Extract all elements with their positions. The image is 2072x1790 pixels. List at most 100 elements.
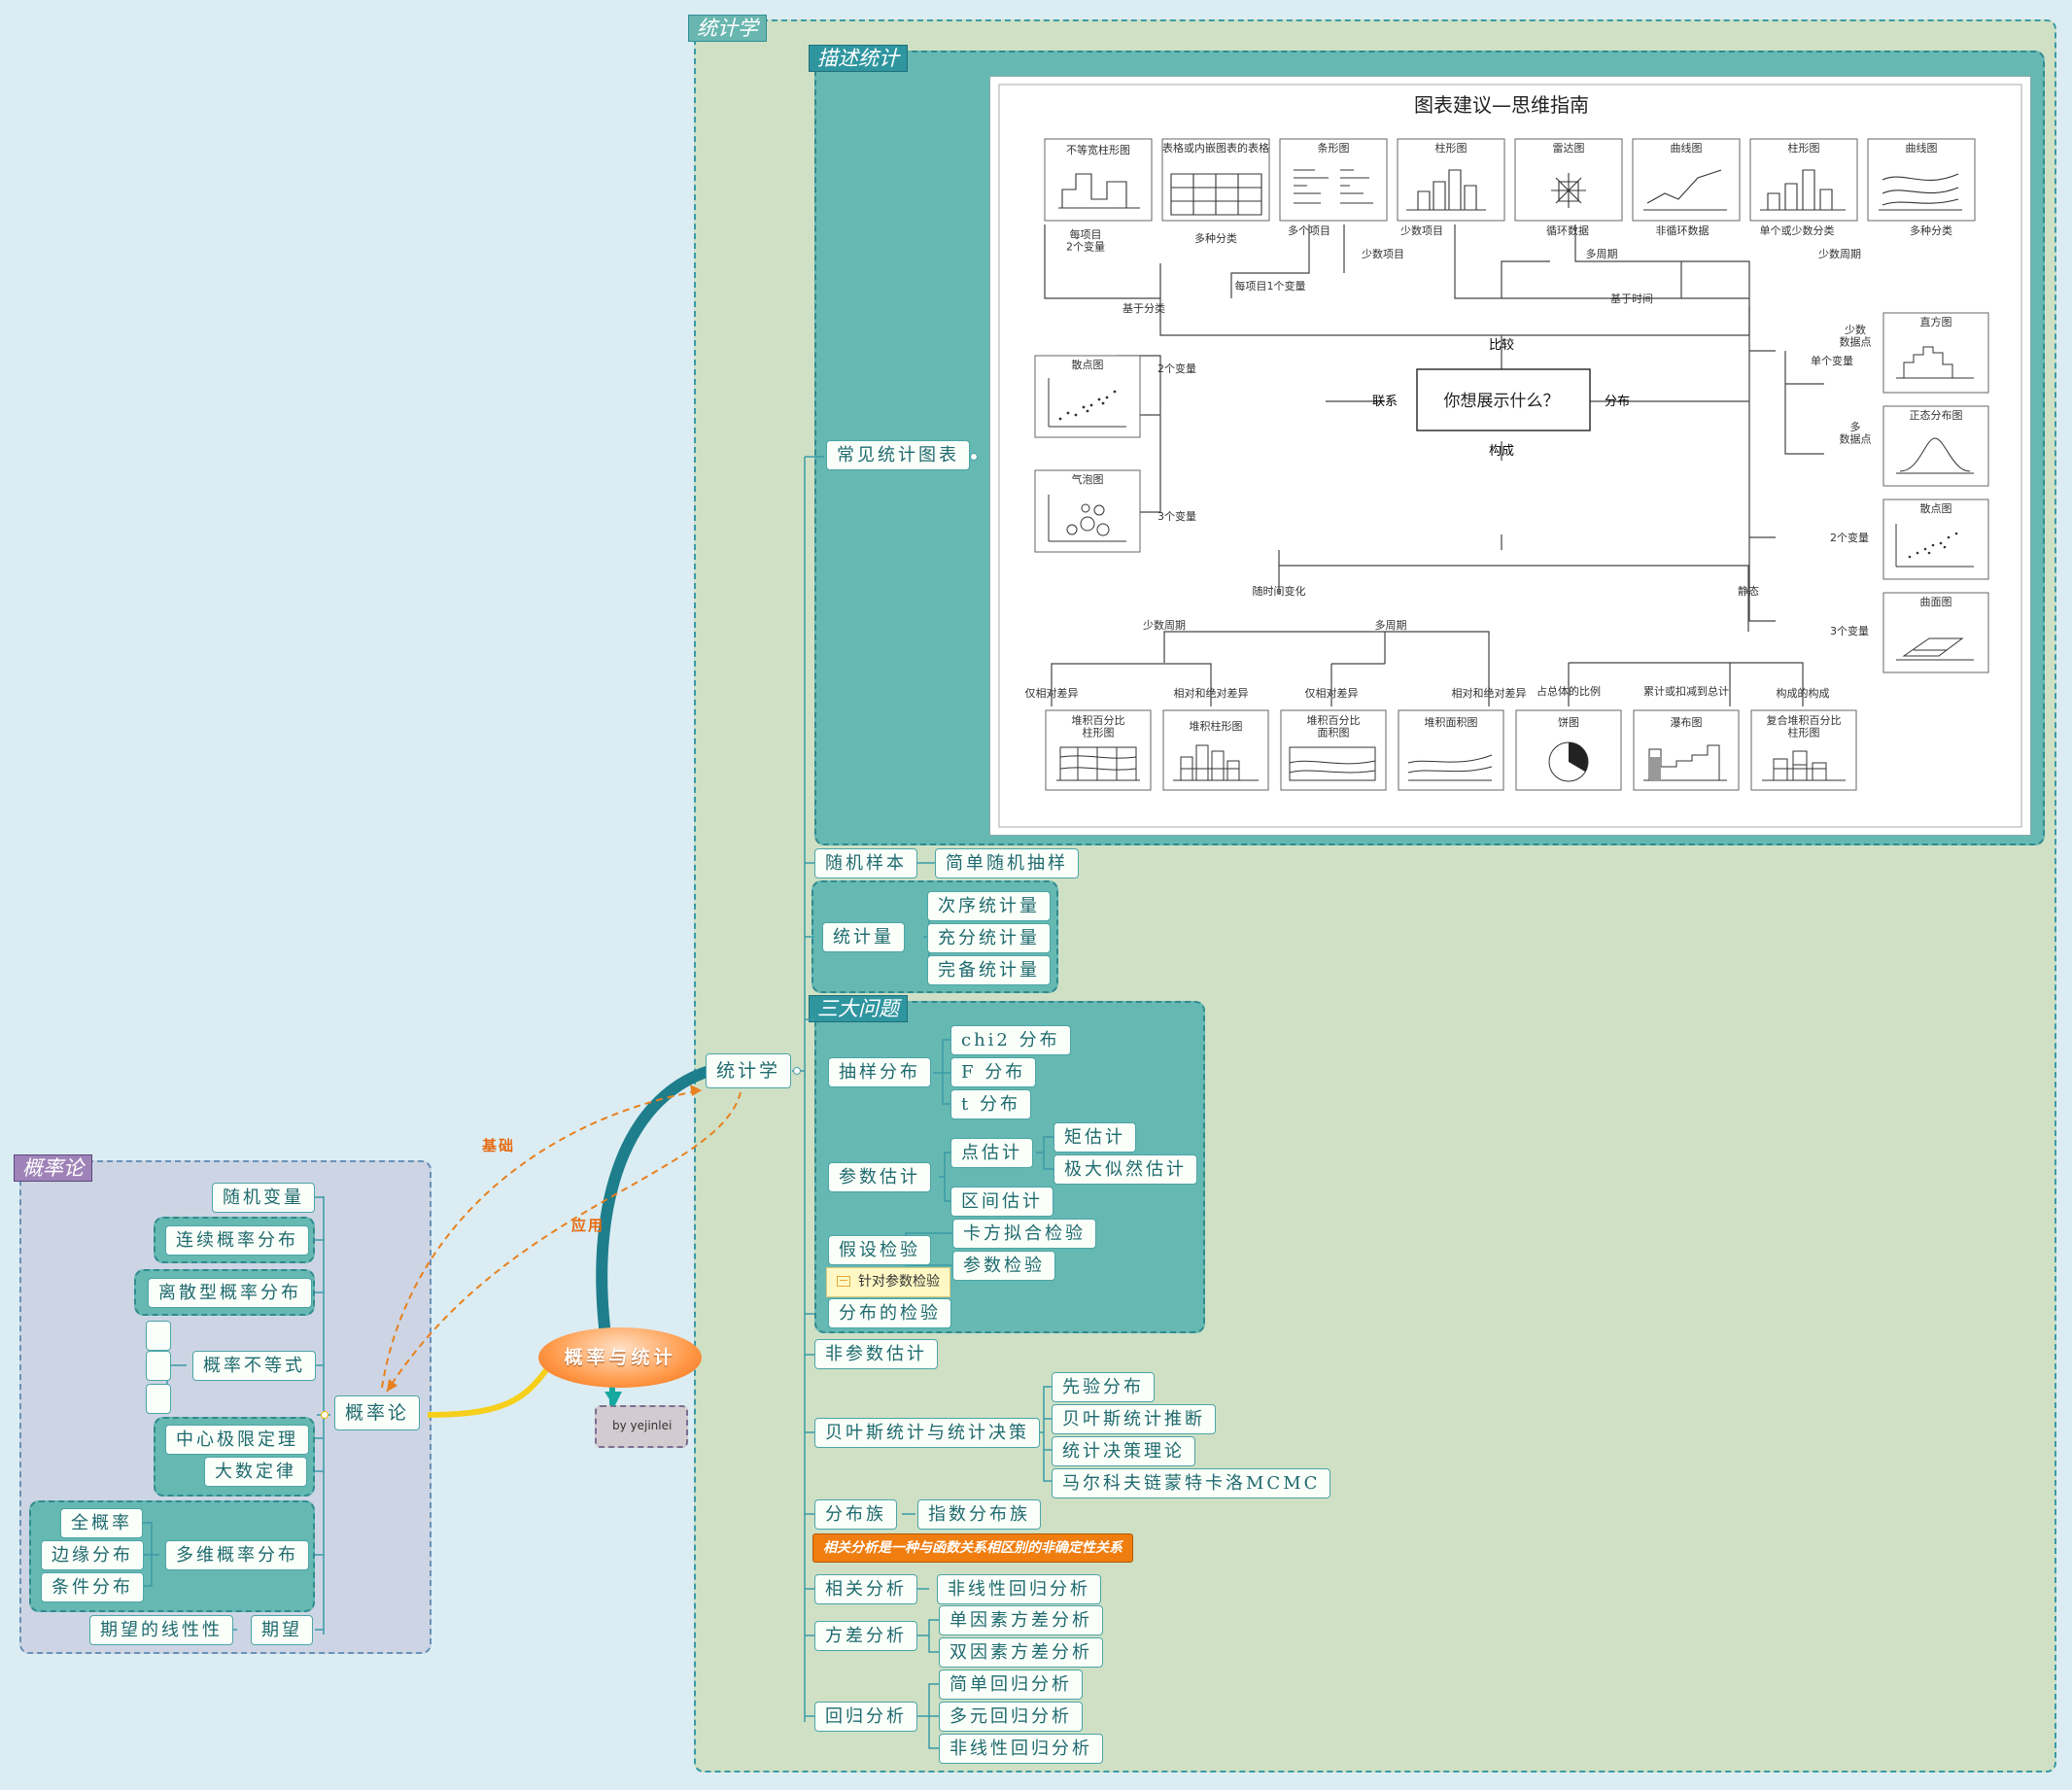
node-cont-dist[interactable]: 连续概率分布 [165, 1225, 309, 1256]
node-common-charts[interactable]: 常见统计图表 [826, 440, 970, 470]
node-decision-theory[interactable]: 统计决策理论 [1052, 1436, 1195, 1466]
node-chisq-fit[interactable]: 卡方拟合检验 [952, 1219, 1096, 1249]
node-regression[interactable]: 回归分析 [814, 1702, 917, 1732]
label-few-periods-b: 少数周期 [1143, 619, 1186, 632]
label-few-items: 少数项目 [1400, 224, 1443, 237]
label-many-periods-b: 多周期 [1375, 618, 1407, 632]
stats-boundary-title[interactable]: 统计学 [688, 15, 767, 42]
top-chart-label: 柱形图 [1788, 141, 1820, 155]
node-nonparam[interactable]: 非参数估计 [814, 1339, 938, 1369]
prob-main-node[interactable]: 概率论 [334, 1395, 421, 1430]
stats-main-node[interactable]: 统计学 [706, 1053, 792, 1088]
correlation-callout[interactable]: 相关分析是一种与函数关系相区别的非确定性关系 [812, 1533, 1133, 1563]
collapse-toggle[interactable] [321, 1411, 328, 1419]
collapse-toggle[interactable] [793, 1067, 801, 1075]
chart-guide-center: 你想展示什么？ [1444, 392, 1560, 411]
node-clt[interactable]: 中心极限定理 [165, 1425, 309, 1455]
label-few-items-2: 少数项目 [1362, 248, 1404, 260]
node-prior[interactable]: 先验分布 [1052, 1372, 1155, 1402]
author-boundary [595, 1405, 688, 1448]
node-total-prob[interactable]: 全概率 [60, 1508, 143, 1538]
relationship-label-base[interactable]: 基础 [482, 1137, 516, 1154]
node-sampling-dist[interactable]: 抽样分布 [828, 1057, 931, 1087]
node-param-test[interactable]: 参数检验 [952, 1251, 1055, 1281]
node-statistic[interactable]: 统计量 [822, 922, 905, 952]
central-topic[interactable]: 概率与统计 [538, 1327, 702, 1388]
node-one-way-anova[interactable]: 单因素方差分析 [939, 1605, 1103, 1635]
node-lln[interactable]: 大数定律 [204, 1457, 307, 1487]
bottom-chart-label: 饼图 [1558, 715, 1579, 729]
node-sufficient-stat[interactable]: 充分统计量 [927, 923, 1051, 953]
node-point-est[interactable]: 点估计 [950, 1138, 1033, 1168]
branch-distribution: 分布 [1605, 395, 1630, 409]
empty-topic[interactable] [146, 1384, 171, 1414]
node-exp-family[interactable]: 指数分布族 [917, 1499, 1041, 1530]
node-multi-reg[interactable]: 多元回归分析 [939, 1702, 1083, 1732]
label-rel-abs-b: 相对和绝对差异 [1452, 686, 1527, 700]
node-complete-stat[interactable]: 完备统计量 [927, 955, 1051, 985]
desc-stats-title[interactable]: 描述统计 [809, 45, 908, 72]
chart-guide-diagram: 图表建议—思维指南 你想展示什么？ 比较 联系 分布 构成 不等宽柱形图 表格或… [998, 84, 2022, 828]
node-expect[interactable]: 期望 [251, 1615, 313, 1645]
node-nonlinear-reg-a[interactable]: 非线性回归分析 [937, 1574, 1101, 1604]
label-right-three-var: 3个变量 [1830, 624, 1869, 637]
node-bayes[interactable]: 贝叶斯统计与统计决策 [814, 1418, 1040, 1448]
node-mle[interactable]: 极大似然估计 [1053, 1154, 1197, 1185]
label-over-time: 随时间变化 [1253, 584, 1306, 598]
label-rel-only-b: 仅相对差异 [1305, 686, 1359, 700]
node-random-sample[interactable]: 随机样本 [814, 848, 917, 878]
label-by-time: 基于时间 [1610, 293, 1653, 305]
node-two-way-anova[interactable]: 双因素方差分析 [939, 1637, 1103, 1668]
prob-boundary-title[interactable]: 概率论 [14, 1154, 92, 1182]
node-hypo-test[interactable]: 假设检验 [828, 1235, 931, 1265]
chart-guide-image: 图表建议—思维指南 你想展示什么？ 比较 联系 分布 构成 不等宽柱形图 表格或… [989, 76, 2031, 836]
node-param-est[interactable]: 参数估计 [828, 1162, 931, 1192]
branch-composition: 构成 [1489, 444, 1514, 459]
node-dist-test[interactable]: 分布的检验 [828, 1298, 951, 1328]
bottom-chart-label: 堆积柱形图 [1190, 719, 1243, 733]
top-chart-label: 柱形图 [1435, 141, 1468, 155]
author-label: by yejinlei [612, 1419, 673, 1432]
node-mcmc[interactable]: 马尔科夫链蒙特卡洛MCMC [1052, 1468, 1331, 1498]
node-conditional[interactable]: 条件分布 [41, 1572, 144, 1602]
branch-relation: 联系 [1372, 395, 1398, 409]
node-multi-dist[interactable]: 多维概率分布 [165, 1540, 309, 1570]
chart-guide-title: 图表建议—思维指南 [1414, 93, 1589, 117]
node-marginal[interactable]: 边缘分布 [41, 1540, 144, 1570]
node-prob-ineq[interactable]: 概率不等式 [192, 1351, 316, 1381]
label-few-periods: 少数周期 [1818, 248, 1861, 260]
label-by-cat: 基于分类 [1122, 301, 1165, 315]
node-interval-est[interactable]: 区间估计 [950, 1187, 1053, 1217]
node-simple-reg[interactable]: 简单回归分析 [939, 1670, 1083, 1700]
relationship-label-apply[interactable]: 应用 [571, 1217, 605, 1234]
node-disc-dist[interactable]: 离散型概率分布 [148, 1278, 312, 1308]
branch-compare: 比较 [1489, 338, 1514, 353]
node-dist-family[interactable]: 分布族 [814, 1499, 897, 1530]
hypo-note[interactable]: 针对参数检验 [826, 1267, 950, 1297]
three-problems-title[interactable]: 三大问题 [809, 995, 908, 1022]
node-expect-linear[interactable]: 期望的线性性 [89, 1615, 233, 1645]
bottom-chart-label: 堆积百分比柱形图 [1072, 714, 1125, 740]
node-correlation[interactable]: 相关分析 [814, 1574, 917, 1604]
node-anova[interactable]: 方差分析 [814, 1621, 917, 1651]
node-order-stat[interactable]: 次序统计量 [927, 891, 1051, 921]
label-single-few: 单个或少数分类 [1760, 224, 1835, 237]
empty-topic[interactable] [146, 1321, 171, 1351]
node-t-dist[interactable]: t 分布 [950, 1089, 1031, 1119]
label-cyclic: 循环数据 [1546, 224, 1589, 237]
node-chi2[interactable]: chi2 分布 [950, 1025, 1071, 1055]
node-f-dist[interactable]: F 分布 [950, 1057, 1037, 1087]
collapse-toggle[interactable] [970, 453, 978, 461]
node-bayes-inference[interactable]: 贝叶斯统计推断 [1052, 1404, 1216, 1434]
label-rel-abs-a: 相对和绝对差异 [1174, 686, 1249, 700]
node-nonlinear-reg-b[interactable]: 非线性回归分析 [939, 1734, 1103, 1764]
label-rel-only-a: 仅相对差异 [1025, 686, 1079, 700]
label-comp-of-comp: 构成的构成 [1777, 686, 1830, 700]
top-chart-label: 不等宽柱形图 [1066, 143, 1130, 156]
node-moment-est[interactable]: 矩估计 [1053, 1122, 1136, 1153]
right-chart-label: 直方图 [1920, 315, 1952, 328]
empty-topic[interactable] [146, 1351, 171, 1381]
node-srs[interactable]: 简单随机抽样 [935, 848, 1079, 878]
node-randvar[interactable]: 随机变量 [212, 1183, 315, 1213]
bottom-chart-label: 堆积面积图 [1425, 716, 1478, 729]
